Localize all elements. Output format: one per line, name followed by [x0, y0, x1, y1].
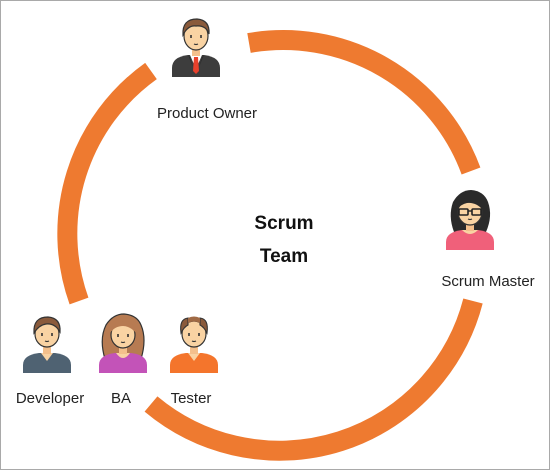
role-label-developer: Developer: [15, 390, 85, 407]
developer-icon: [23, 316, 71, 373]
role-label-scrum-master: Scrum Master: [441, 273, 535, 290]
ring-segment-team-to-po: [57, 62, 157, 305]
ring-segment-po-to-sm: [247, 30, 481, 175]
center-title-line2: Team: [259, 246, 309, 267]
center-title-line1: Scrum: [254, 213, 314, 234]
business-analyst-woman-icon: [99, 313, 147, 373]
role-label-ba: BA: [110, 390, 132, 407]
woman-glasses-icon: [446, 190, 494, 250]
role-label-tester: Tester: [170, 390, 212, 407]
ring-segment-sm-to-team: [144, 298, 483, 461]
businessman-icon: [172, 18, 220, 77]
tester-icon: [170, 316, 218, 373]
role-label-product-owner: Product Owner: [156, 105, 258, 122]
